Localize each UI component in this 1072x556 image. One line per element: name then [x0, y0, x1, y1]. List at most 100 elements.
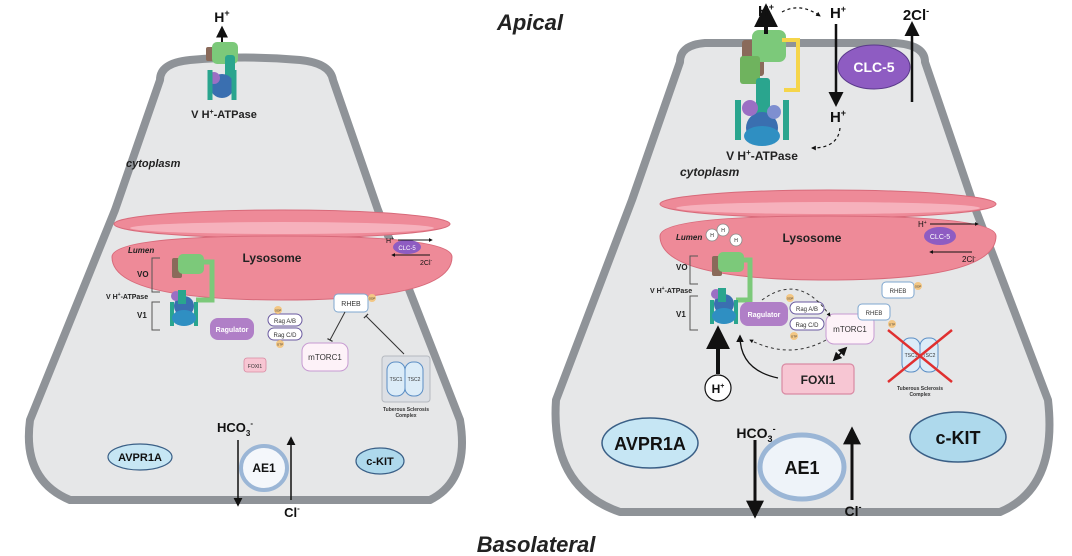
right-ragulator — [740, 302, 788, 326]
svg-text:RHEB: RHEB — [890, 289, 907, 295]
right-h-dashed-top — [781, 7, 821, 17]
svg-text:H: H — [734, 238, 738, 244]
svg-text:mTORC1: mTORC1 — [308, 353, 342, 362]
svg-text:H+: H+ — [918, 220, 927, 229]
right-cell: H+ H+ H+ CLC-5 2Cl- V H+-ATPase cytoplas… — [551, 2, 1054, 519]
svg-text:Ragulator: Ragulator — [748, 312, 781, 319]
right-cl: Cl- — [845, 502, 862, 519]
svg-text:AE1: AE1 — [252, 461, 276, 475]
right-v1-label: V1 — [676, 310, 686, 319]
svg-text:2Cl-: 2Cl- — [420, 258, 433, 267]
right-clc5-membrane — [837, 44, 911, 90]
basolateral-label: Basolateral — [477, 532, 597, 556]
svg-text:AVPR1A: AVPR1A — [118, 452, 162, 464]
svg-text:2Cl-: 2Cl- — [962, 255, 976, 264]
right-vo-label: VO — [676, 263, 688, 272]
svg-text:H+: H+ — [712, 382, 725, 396]
left-rag-ab — [267, 313, 303, 327]
right-h-2: H+ — [830, 4, 846, 22]
left-apical-vatpase — [206, 42, 238, 100]
left-rheb-gdp — [368, 294, 376, 302]
left-mtorc1 — [301, 342, 349, 372]
right-apical-h: H+ — [758, 2, 774, 20]
left-lysosome-label: Lysosome — [243, 251, 302, 265]
right-ckit — [909, 411, 1007, 463]
right-cytoplasm-label: cytoplasm — [680, 165, 740, 179]
svg-text:mTORC1: mTORC1 — [833, 325, 867, 334]
left-cell: H+ V H+-ATPase cytoplasm Lysosome Lumen … — [24, 8, 466, 520]
svg-text:Rag C/D: Rag C/D — [795, 323, 819, 329]
svg-text:AE1: AE1 — [784, 458, 819, 478]
right-rheb-active — [857, 303, 891, 321]
right-ae1 — [757, 432, 847, 502]
svg-text:CLC-5: CLC-5 — [853, 59, 894, 75]
left-avpr1a — [107, 443, 173, 471]
left-vatpase-label: V H+-ATPase — [191, 109, 257, 121]
left-lumen-label: Lumen — [128, 246, 154, 255]
svg-text:FOXI1: FOXI1 — [248, 364, 263, 370]
left-hco3: HCO3- — [217, 419, 253, 438]
svg-text:TSC2: TSC2 — [408, 377, 421, 383]
svg-text:GTP: GTP — [889, 323, 895, 327]
left-v1-label: V1 — [137, 311, 147, 320]
svg-text:GDP: GDP — [369, 297, 376, 301]
left-cl: Cl- — [284, 504, 300, 520]
svg-text:GDP: GDP — [915, 285, 922, 289]
left-tsc-label-2: Complex — [395, 413, 416, 419]
right-rheb — [881, 281, 915, 299]
right-rag-gdp — [786, 294, 794, 302]
right-lyso-vatpase-label: V H+-ATPase — [650, 286, 692, 295]
right-h-dashed-bottom — [811, 127, 841, 151]
svg-text:Ragulator: Ragulator — [216, 327, 249, 334]
right-avpr1a — [601, 417, 699, 469]
svg-text:CLC-5: CLC-5 — [930, 234, 950, 241]
left-rag-gdp — [274, 306, 282, 314]
svg-text:H: H — [721, 228, 725, 234]
right-apical-vatpase — [735, 30, 800, 146]
right-rag-ab — [789, 301, 825, 315]
right-lumen-label: Lumen — [676, 233, 702, 242]
left-ckit — [355, 447, 405, 475]
left-lysosome — [111, 209, 453, 301]
left-ae1 — [239, 444, 289, 492]
right-h-3: H+ — [830, 108, 846, 126]
left-rheb — [333, 293, 369, 313]
svg-text:RHEB: RHEB — [341, 301, 361, 308]
right-tsc-label-2: Complex — [909, 392, 930, 398]
right-rag-gtp — [790, 332, 798, 340]
left-tsc-label: Tuberous Sclerosis — [383, 407, 429, 413]
left-foxi1 — [243, 357, 267, 373]
svg-text:GTP: GTP — [791, 335, 797, 339]
svg-text:GDP: GDP — [275, 309, 282, 313]
svg-text:CLC-5: CLC-5 — [398, 246, 416, 252]
left-lyso-vatpase-label: V H+-ATPase — [106, 292, 148, 301]
right-proton-entry — [704, 374, 732, 402]
svg-text:H+: H+ — [386, 236, 394, 245]
right-mtorc1 — [825, 313, 875, 345]
svg-text:TSC2: TSC2 — [923, 353, 936, 359]
right-foxi1 — [781, 363, 855, 395]
right-rag-cd — [789, 317, 825, 331]
right-vatpase-label: V H+-ATPase — [726, 148, 798, 163]
svg-text:H: H — [710, 233, 714, 239]
right-lysosome-clc5: CLC-5 H+ 2Cl- — [918, 220, 979, 264]
svg-text:TSC1: TSC1 — [390, 377, 403, 383]
left-ragulator — [210, 318, 254, 340]
left-rag-cd — [267, 327, 303, 341]
svg-text:c-KIT: c-KIT — [366, 456, 394, 468]
svg-text:AVPR1A: AVPR1A — [614, 434, 686, 454]
left-rag-gtp — [276, 340, 284, 348]
right-hco3: HCO3- — [736, 424, 775, 444]
svg-text:Rag C/D: Rag C/D — [273, 333, 297, 339]
left-cytoplasm-label: cytoplasm — [126, 158, 181, 170]
right-tsc-label: Tuberous Sclerosis — [897, 386, 943, 392]
left-lysosome-clc5: CLC-5 H+ 2Cl- — [386, 236, 433, 267]
apical-label: Apical — [496, 10, 564, 35]
right-tsc-complex: TSC1 TSC2 — [887, 329, 953, 383]
svg-text:TSC1: TSC1 — [905, 353, 918, 359]
svg-text:GDP: GDP — [787, 297, 794, 301]
svg-text:FOXI1: FOXI1 — [801, 373, 836, 387]
svg-text:GTP: GTP — [277, 343, 283, 347]
right-lumen-protons: H H H — [705, 223, 743, 247]
